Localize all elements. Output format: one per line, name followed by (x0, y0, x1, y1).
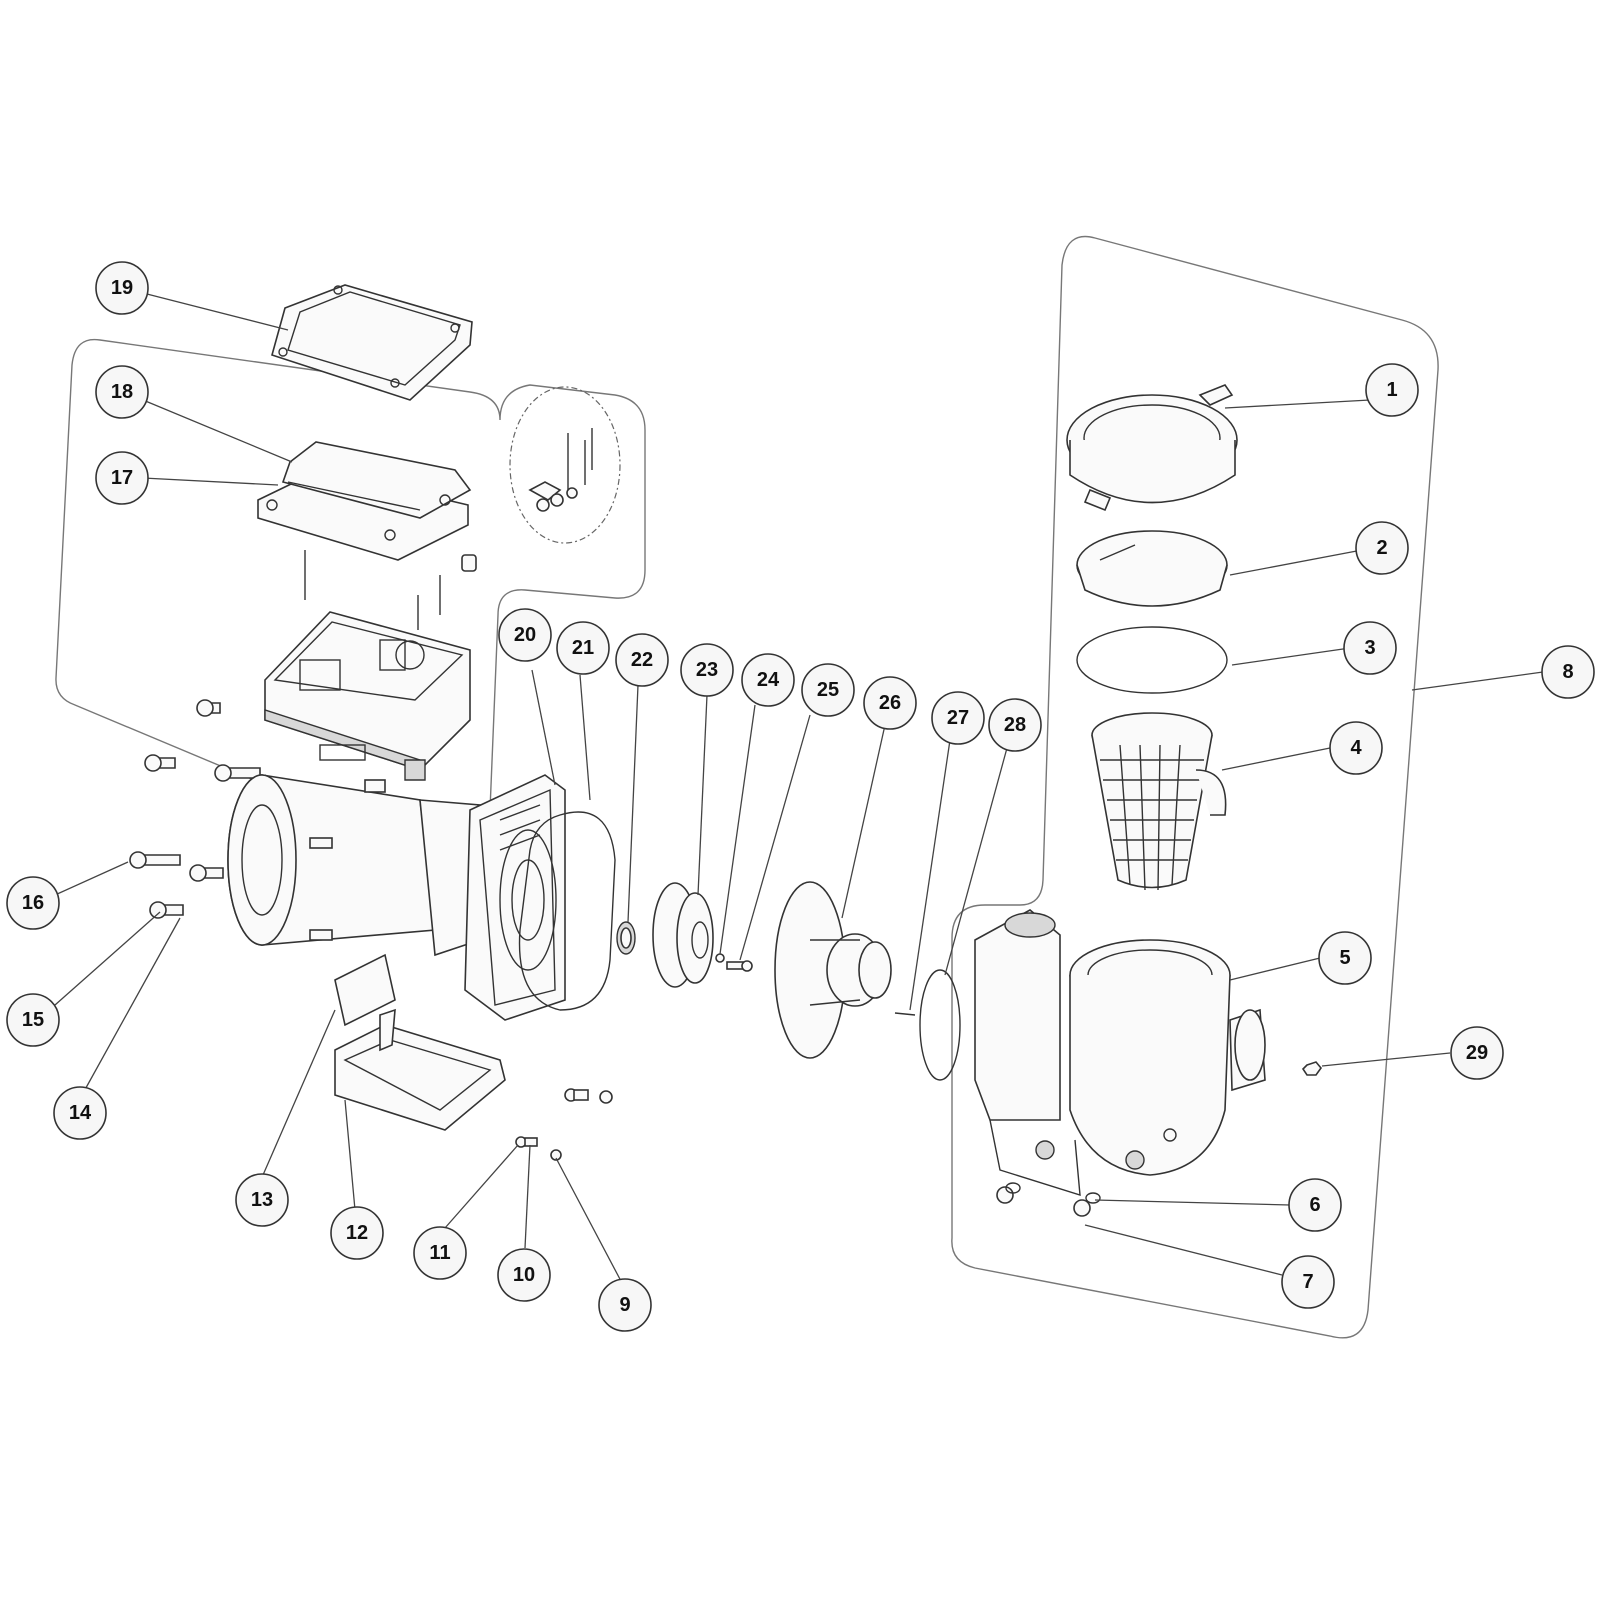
pump-housing-part (974, 909, 1266, 1196)
svg-text:19: 19 (111, 277, 133, 299)
impeller-screw-part (726, 960, 753, 972)
callout-20: 20 (498, 608, 552, 662)
lid-clamp-part (1066, 384, 1238, 512)
callout-2: 2 (1355, 521, 1409, 575)
leader-lines (54, 292, 1544, 1284)
svg-text:10: 10 (513, 1264, 535, 1286)
svg-text:6: 6 (1309, 1194, 1320, 1216)
svg-text:28: 28 (1004, 714, 1026, 736)
svg-text:21: 21 (572, 637, 594, 659)
callout-16: 16 (6, 876, 60, 930)
pin-part (894, 1012, 916, 1016)
strainer-pot-group-outline (951, 235, 1439, 1339)
callout-1: 1 (1365, 363, 1419, 417)
callout-15: 15 (6, 993, 60, 1047)
callout-5: 5 (1318, 931, 1372, 985)
shaft-seal-part (616, 921, 636, 955)
svg-text:7: 7 (1302, 1271, 1313, 1293)
callout-21: 21 (556, 621, 610, 675)
drive-cover-part (271, 284, 473, 401)
svg-text:29: 29 (1466, 1042, 1488, 1064)
callout-3: 3 (1343, 621, 1397, 675)
motor-part (227, 759, 496, 957)
small-hardware-part (515, 1088, 613, 1161)
hardware-kit-outline (509, 386, 621, 544)
basket-part (1091, 712, 1227, 891)
callout-9: 9 (598, 1278, 652, 1332)
gasket-part (518, 811, 616, 1011)
callout-27: 27 (931, 691, 985, 745)
callout-26: 26 (863, 676, 917, 730)
callout-28: 28 (988, 698, 1042, 752)
callout-17: 17 (95, 451, 149, 505)
callout-4: 4 (1329, 721, 1383, 775)
callout-18: 18 (95, 365, 149, 419)
svg-text:9: 9 (619, 1294, 630, 1316)
hardware-kit-part (528, 428, 593, 512)
svg-text:13: 13 (251, 1189, 273, 1211)
drain-plug-part (996, 1182, 1101, 1217)
svg-text:27: 27 (947, 707, 969, 729)
callout-10: 10 (497, 1248, 551, 1302)
callout-12: 12 (330, 1206, 384, 1260)
diffuser-part (774, 881, 892, 1059)
svg-text:20: 20 (514, 624, 536, 646)
svg-text:1: 1 (1386, 379, 1397, 401)
lid-part (1076, 530, 1228, 607)
callout-11: 11 (413, 1226, 467, 1280)
keypad-assembly-part (257, 441, 472, 561)
callout-13: 13 (235, 1173, 289, 1227)
svg-text:24: 24 (757, 669, 780, 691)
lid-o-ring-part (1076, 626, 1228, 694)
svg-text:23: 23 (696, 659, 718, 681)
callout-8: 8 (1541, 645, 1595, 699)
washer-part (715, 953, 725, 963)
svg-text:11: 11 (429, 1242, 450, 1264)
drive-housing-part (264, 611, 471, 771)
callout-23: 23 (680, 643, 734, 697)
callout-14: 14 (53, 1086, 107, 1140)
svg-text:3: 3 (1364, 637, 1375, 659)
keypad-screws-part (304, 550, 477, 630)
callout-19: 19 (95, 261, 149, 315)
svg-text:12: 12 (346, 1222, 368, 1244)
svg-text:2: 2 (1376, 537, 1387, 559)
svg-text:4: 4 (1350, 737, 1362, 759)
callout-25: 25 (801, 663, 855, 717)
svg-text:25: 25 (817, 679, 839, 701)
callout-7: 7 (1281, 1255, 1335, 1309)
motor-bolts-part (129, 699, 261, 919)
svg-text:5: 5 (1339, 947, 1350, 969)
svg-text:17: 17 (111, 467, 133, 489)
nut-part (1301, 1061, 1323, 1076)
callout-22: 22 (615, 633, 669, 687)
svg-text:8: 8 (1562, 661, 1573, 683)
seal-plate-part (464, 774, 566, 1021)
svg-text:26: 26 (879, 692, 901, 714)
svg-text:22: 22 (631, 649, 653, 671)
drive-group-outline (55, 338, 646, 861)
diffuser-o-ring-part (919, 969, 961, 1081)
callout-6: 6 (1288, 1178, 1342, 1232)
callout-24: 24 (741, 653, 795, 707)
svg-text:18: 18 (111, 381, 133, 403)
impeller-part (652, 882, 714, 988)
motor-base-part (334, 953, 506, 1131)
callout-29: 29 (1450, 1026, 1504, 1080)
svg-text:14: 14 (69, 1102, 92, 1124)
svg-text:15: 15 (22, 1009, 44, 1031)
svg-text:16: 16 (22, 892, 44, 914)
